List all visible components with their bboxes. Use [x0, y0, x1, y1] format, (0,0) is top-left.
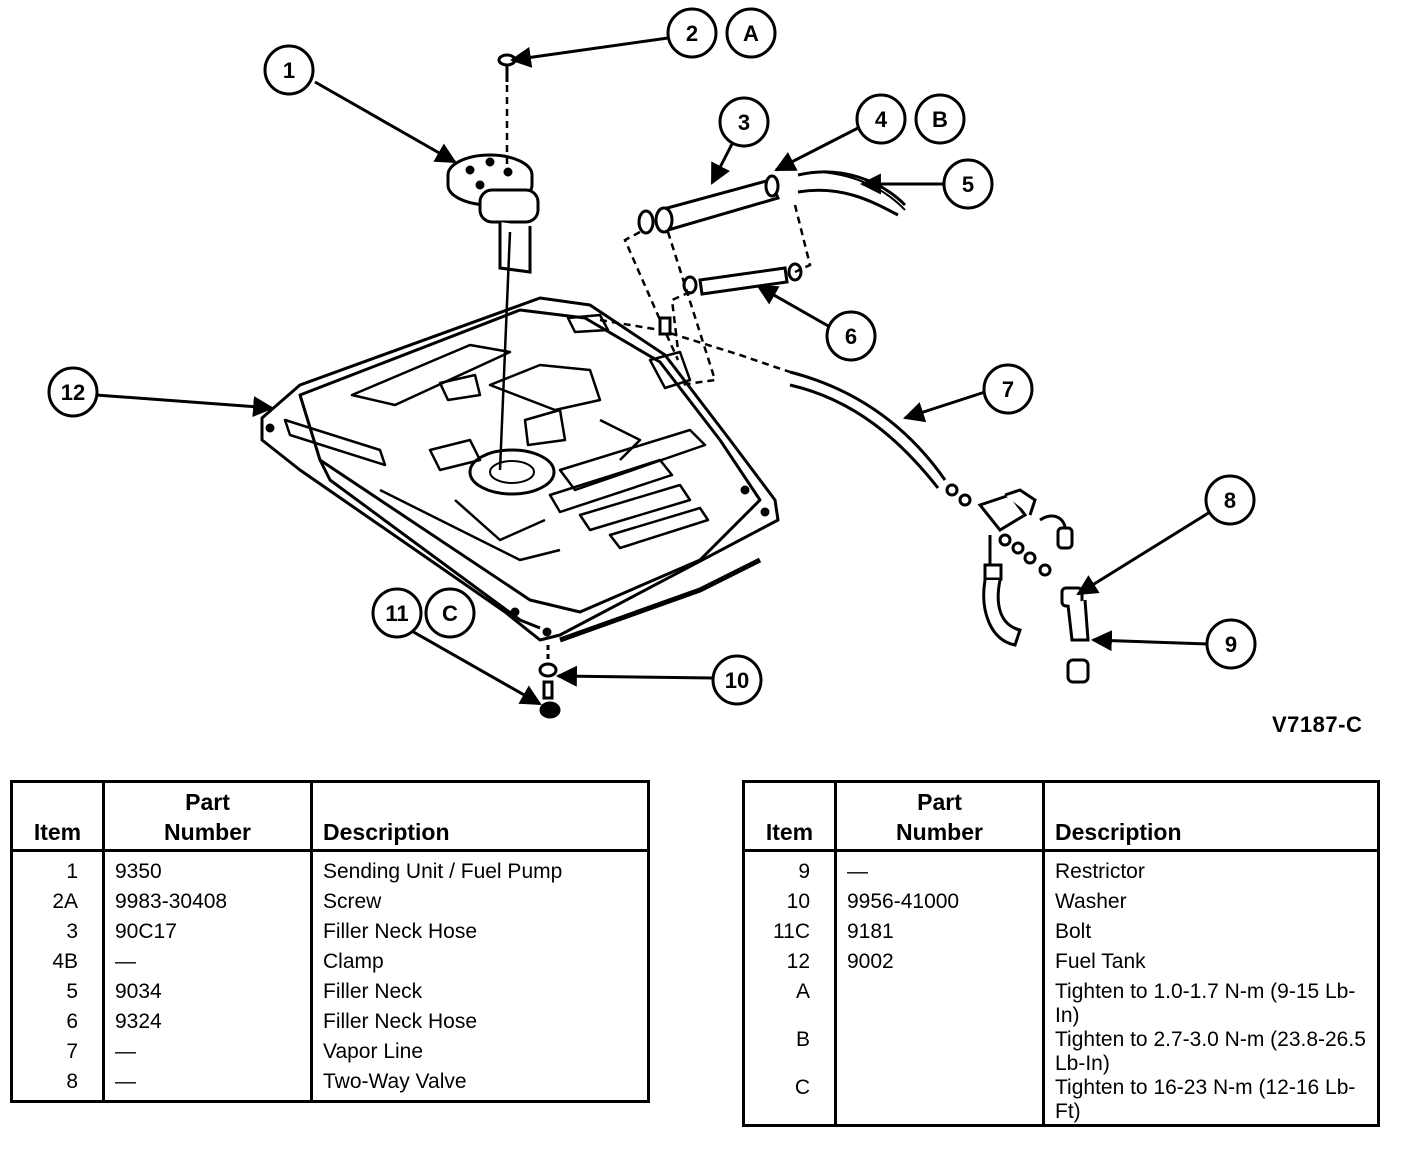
svg-text:C: C	[442, 601, 458, 626]
header-item: Item	[743, 781, 836, 852]
svg-text:5: 5	[962, 172, 974, 197]
svg-text:7: 7	[1002, 377, 1014, 402]
svg-text:6: 6	[845, 324, 857, 349]
figure-code: V7187-C	[1272, 712, 1363, 737]
table-row: 8—Two-Way Valve	[12, 1070, 649, 1102]
callout-A: A	[725, 7, 777, 59]
callout-7: 7	[982, 363, 1034, 415]
svg-text:9: 9	[1225, 632, 1237, 657]
sending-unit-drawing	[446, 153, 540, 471]
callout-9: 9	[1205, 618, 1257, 670]
svg-text:A: A	[743, 21, 759, 46]
callout-6: 6	[825, 310, 877, 362]
svg-text:10: 10	[725, 668, 749, 693]
header-description: Description	[1042, 781, 1379, 852]
bolt-washer-drawing	[538, 645, 561, 719]
header-description: Description	[310, 781, 649, 852]
callout-10: 10	[711, 654, 763, 706]
svg-text:B: B	[932, 107, 948, 132]
svg-text:4: 4	[875, 107, 888, 132]
table-row: 4B—Clamp	[12, 950, 649, 980]
callout-4: 4	[855, 93, 907, 145]
fuel-tank-drawing	[260, 296, 780, 643]
callout-C: C	[424, 587, 476, 639]
svg-text:8: 8	[1224, 488, 1236, 513]
callout-2: 2	[666, 7, 718, 59]
fuel-system-exploded-diagram: 1 2 A 3 4 B 5 6 7 8 9 10 11 C 12	[47, 7, 1257, 719]
callouts: 1 2 A 3 4 B 5 6 7 8 9 10 11 C 12	[47, 7, 1257, 706]
vapor-line-assembly-drawing	[789, 370, 1090, 684]
callout-8: 8	[1204, 474, 1256, 526]
table-row: 9—Restrictor	[744, 850, 1379, 890]
callout-1: 1	[263, 44, 315, 96]
header-item: Item	[11, 781, 104, 852]
svg-text:2: 2	[686, 21, 698, 46]
svg-text:12: 12	[61, 380, 85, 405]
callout-12: 12	[47, 366, 99, 418]
leader-lines	[95, 36, 1211, 706]
svg-text:3: 3	[738, 110, 750, 135]
svg-text:11: 11	[385, 601, 408, 626]
callout-B: B	[914, 93, 966, 145]
svg-text:1: 1	[283, 58, 295, 83]
callout-3: 3	[718, 96, 770, 148]
callout-11: 11	[371, 587, 423, 639]
callout-5: 5	[942, 158, 994, 210]
table-row: 7—Vapor Line	[12, 1040, 649, 1070]
